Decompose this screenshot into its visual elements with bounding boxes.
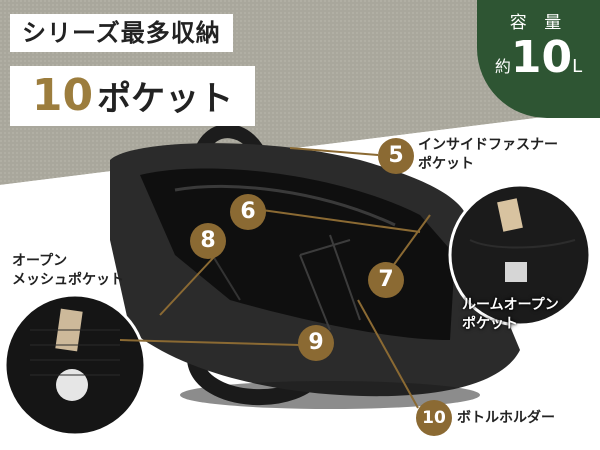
badge-5: 5 bbox=[378, 138, 414, 174]
series-label: シリーズ最多収納 bbox=[10, 14, 233, 52]
callout-8-line2: メッシュポケット bbox=[12, 272, 124, 288]
capacity-badge: 容 量 約10L bbox=[477, 0, 600, 118]
callout-10-label: ボトルホルダー bbox=[457, 410, 555, 426]
capacity-prefix: 約 bbox=[494, 57, 511, 76]
pocket-unit: ポケット bbox=[97, 79, 234, 119]
callout-7-label: ルームオープン ポケット bbox=[462, 296, 559, 334]
callout-5-line2: ポケット bbox=[418, 156, 474, 172]
callout-5-label: インサイドファスナー ポケット bbox=[418, 136, 558, 174]
badge-10: 10 bbox=[416, 400, 452, 436]
badge-7: 7 bbox=[368, 262, 404, 298]
badge-6: 6 bbox=[230, 194, 266, 230]
capacity-title: 容 量 bbox=[509, 13, 568, 33]
callout-7-line2: ポケット bbox=[462, 316, 518, 332]
callout-5-line1: インサイドファスナー bbox=[418, 137, 558, 153]
room-pocket-inset bbox=[448, 183, 592, 327]
badge-8: 8 bbox=[190, 223, 226, 259]
bag-interior bbox=[140, 168, 455, 340]
capacity-unit: L bbox=[572, 56, 583, 77]
callout-8-line1: オープン bbox=[12, 253, 68, 269]
badge-9: 9 bbox=[298, 325, 334, 361]
pocket-count: 10 bbox=[31, 70, 94, 121]
callout-7-line1: ルームオープン bbox=[462, 297, 559, 313]
leader-lines bbox=[119, 147, 431, 409]
capacity-value: 10 bbox=[510, 32, 573, 83]
capacity-value-row: 約10L bbox=[477, 32, 600, 83]
callout-8-label: オープン メッシュポケット bbox=[12, 252, 124, 290]
